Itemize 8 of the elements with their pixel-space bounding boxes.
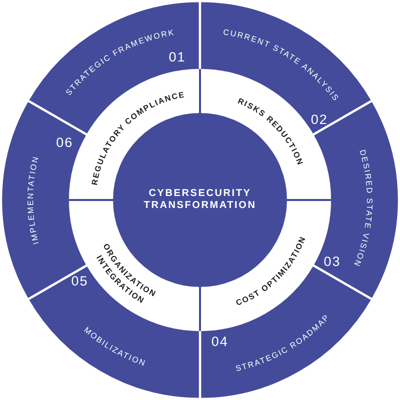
center-title: CYBERSECURITY TRANSFORMATION	[144, 188, 256, 212]
step-number: 04	[211, 334, 228, 350]
step-number: 03	[324, 254, 341, 270]
step-number: 06	[56, 135, 74, 150]
step-number: 05	[71, 274, 88, 289]
step-number: 02	[310, 112, 328, 127]
outer-ring-segment	[0, 99, 89, 301]
outer-ring-segment	[311, 99, 400, 301]
